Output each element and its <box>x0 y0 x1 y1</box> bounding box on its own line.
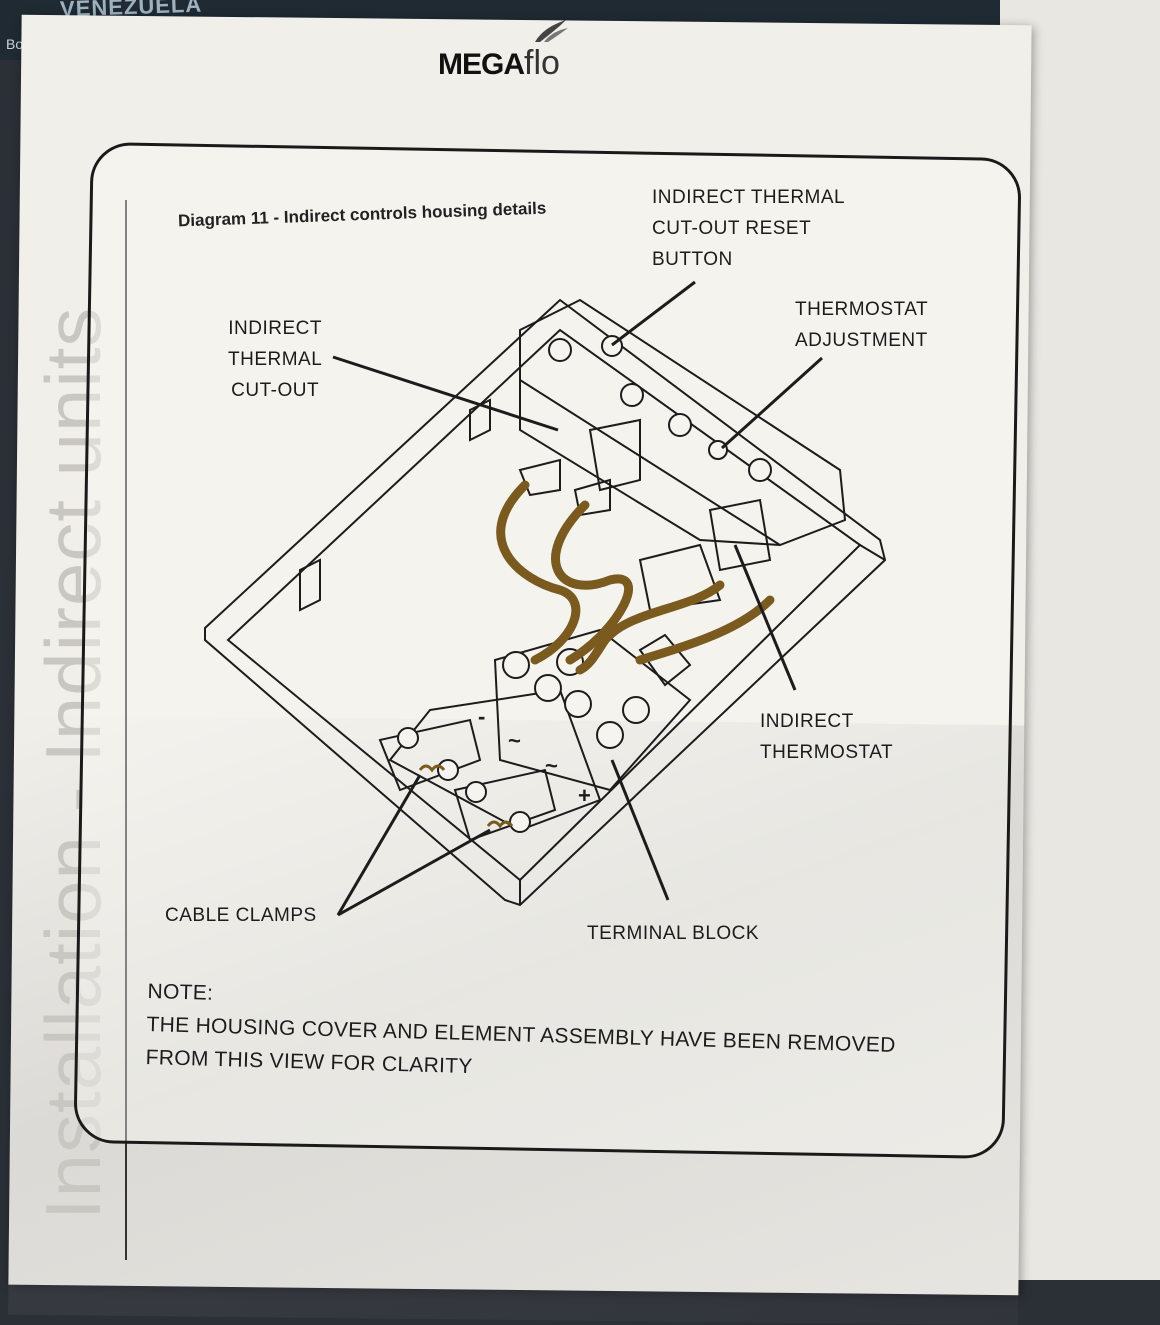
terminal-post-1 <box>502 651 530 679</box>
wire-thermostat-2 <box>635 595 775 665</box>
leader-reset-button <box>611 280 696 347</box>
label-reset-button-line2: CUT-OUT RESET <box>652 218 812 239</box>
wire-cutout-2 <box>551 500 633 665</box>
clamp-bar <box>378 718 482 792</box>
label-indirect-thermostat-line1: INDIRECT <box>760 711 854 732</box>
terminal-block-body <box>493 628 692 792</box>
clamp-bar-2 <box>453 768 557 842</box>
label-reset-button: INDIRECT THERMAL CUT-OUT RESET BUTTON <box>652 182 845 275</box>
housing-diagram: - ~ ~ + <box>204 280 887 917</box>
terminal-post-5 <box>622 696 650 724</box>
label-terminal-block: TERMINAL BLOCK <box>587 923 760 944</box>
label-thermal-cutout-line1: INDIRECT <box>228 318 323 339</box>
leader-thermal-cutout <box>332 355 559 432</box>
corner-tab <box>638 633 692 687</box>
leader-cable-clamps-b <box>337 828 491 917</box>
cutout-housing <box>588 418 641 492</box>
cable-clamp-spring-1 <box>418 764 446 773</box>
logo-bird-icon <box>535 20 568 42</box>
screw-3 <box>668 413 692 437</box>
terminal-symbol-3: ~ <box>545 753 558 778</box>
label-thermostat-adjustment-line2: ADJUSTMENT <box>795 330 928 351</box>
thermostat-knob <box>708 440 728 460</box>
wire-cutout-1 <box>496 480 581 665</box>
screw-4 <box>748 458 772 482</box>
stat-bracket <box>638 543 722 612</box>
diagram-note: NOTE: THE HOUSING COVER AND ELEMENT ASSE… <box>145 975 897 1095</box>
leader-cable-clamps-a <box>336 774 422 916</box>
label-reset-button-line3: BUTTON <box>652 249 733 270</box>
clamp-screw-3 <box>465 781 487 803</box>
terminal-symbol-4: + <box>578 783 591 808</box>
terminal-symbol-2: ~ <box>508 728 521 753</box>
label-cable-clamps: CABLE CLAMPS <box>165 905 317 926</box>
clamp-screw-1 <box>397 727 419 749</box>
terminal-post-3 <box>564 690 592 718</box>
label-indirect-thermostat: INDIRECT THERMOSTAT <box>760 706 893 768</box>
clamp-screw-2 <box>437 759 459 781</box>
cable-clamp-spring-2 <box>486 820 514 829</box>
wire-thermostat-1 <box>575 580 725 675</box>
slot-1 <box>299 558 321 612</box>
leader-indirect-thermostat <box>733 544 797 691</box>
terminal-symbol-1: - <box>478 704 485 729</box>
logo-mega: MEGA <box>438 48 525 81</box>
label-thermal-cutout-line2: THERMAL <box>228 349 323 370</box>
thermostat-housing <box>708 498 772 572</box>
tray-rim <box>519 544 886 905</box>
label-thermostat-adjustment-line1: THERMOSTAT <box>795 299 929 320</box>
logo-flo: flo <box>524 44 560 82</box>
terminal-post-4 <box>596 721 624 749</box>
label-indirect-thermostat-line2: THERMOSTAT <box>760 742 894 763</box>
clamp-screw-4 <box>509 811 531 833</box>
terminal-post-2 <box>534 674 562 702</box>
slot-2 <box>469 398 491 442</box>
sidebar-rule <box>125 200 127 1260</box>
leader-terminal-block <box>610 759 670 901</box>
leader-thermostat-adjustment <box>720 356 824 450</box>
megaflo-logo: MEGAflo <box>438 20 568 83</box>
screw-1 <box>548 338 572 362</box>
label-thermal-cutout-line3: CUT-OUT <box>231 380 320 401</box>
label-thermostat-adjustment: THERMOSTAT ADJUSTMENT <box>795 294 928 356</box>
screw-2 <box>620 383 644 407</box>
label-reset-button-line1: INDIRECT THERMAL <box>652 187 846 208</box>
label-thermal-cutout: INDIRECT THERMAL CUT-OUT <box>228 313 322 406</box>
